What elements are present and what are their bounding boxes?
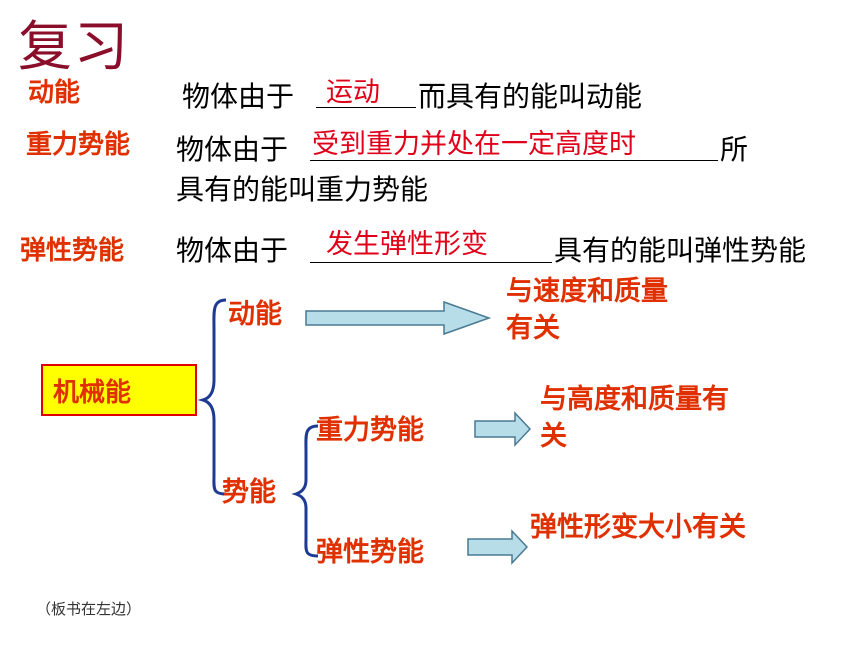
- kinetic-arrow: [305, 300, 492, 336]
- kinetic-blank-line: [316, 107, 416, 108]
- footnote: （板书在左边）: [36, 600, 142, 618]
- elastic-node: 弹性势能: [316, 537, 424, 568]
- main-brace: [197, 298, 227, 496]
- kinetic-desc: 与速度和质量有关: [506, 276, 668, 344]
- gravity-desc: 与高度和质量有关: [540, 384, 729, 452]
- mechanical-energy-label: 机械能: [53, 378, 132, 408]
- mechanical-energy-box: 机械能: [41, 364, 197, 416]
- kinetic-prefix: 物体由于: [182, 80, 295, 113]
- kinetic-suffix: 而具有的能叫动能: [418, 80, 643, 113]
- kinetic-term: 动能: [28, 78, 81, 108]
- gravity-blank-line: [310, 160, 718, 161]
- elastic-blank-line: [310, 262, 552, 263]
- gravity-answer: 受到重力并处在一定高度时: [312, 129, 636, 160]
- kinetic-node: 动能: [228, 299, 282, 330]
- gravity-suffix: 所: [720, 133, 749, 166]
- kinetic-answer: 运动: [326, 77, 380, 108]
- gravity-prefix: 物体由于: [176, 133, 289, 166]
- elastic-suffix: 具有的能叫弹性势能: [554, 234, 807, 267]
- gravity-term: 重力势能: [26, 130, 131, 160]
- elastic-prefix: 物体由于: [176, 234, 289, 267]
- potential-node: 势能: [222, 477, 276, 508]
- elastic-answer: 发生弹性形变: [326, 229, 488, 260]
- elastic-desc: 弹性形变大小有关: [530, 512, 746, 543]
- gravity-line2: 具有的能叫重力势能: [176, 173, 429, 206]
- page-title: 复习: [18, 15, 130, 78]
- elastic-term: 弹性势能: [20, 236, 125, 266]
- gravity-arrow: [474, 411, 532, 447]
- gravity-node: 重力势能: [316, 415, 424, 446]
- elastic-arrow: [467, 529, 529, 565]
- sub-brace: [291, 424, 319, 558]
